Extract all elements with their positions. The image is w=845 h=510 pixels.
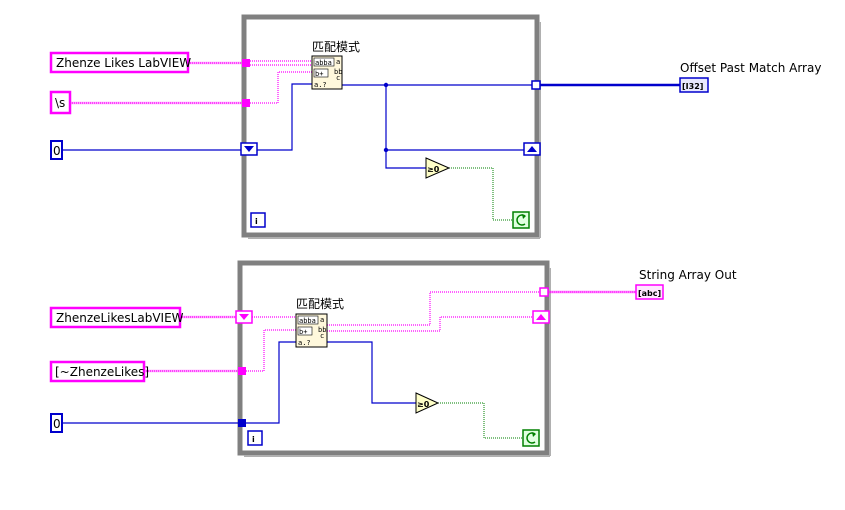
svg-text:b+: b+	[315, 70, 323, 78]
loop2-stop-condition[interactable]	[522, 429, 540, 447]
loop2-offset-tunnel[interactable]	[238, 419, 246, 427]
loop1-offset-constant[interactable]: 0	[50, 140, 63, 160]
loop2-wires	[62, 290, 636, 439]
svg-text:bb: bb	[334, 68, 342, 76]
loop1-offset-constant-text: 0	[53, 144, 61, 158]
while-loop-2	[237, 260, 551, 457]
svg-text:c: c	[336, 74, 340, 82]
loop2-match-pattern-node[interactable]: abba b+ a.? a bb c	[295, 313, 328, 348]
loop2-regex-constant-text: [~ZhenzeLikes]	[55, 365, 149, 379]
loop2-iteration-terminal[interactable]: i	[247, 430, 263, 446]
svg-text:i: i	[255, 217, 258, 226]
svg-text:i: i	[252, 435, 255, 444]
svg-text:[I32]: [I32]	[682, 82, 703, 91]
loop2-string-constant-text: ZhenzeLikesLabVIEW	[56, 311, 184, 325]
loop2-greater-equal-zero[interactable]: ≥0	[415, 392, 440, 414]
svg-text:a.?: a.?	[314, 81, 327, 89]
loop1-output-tunnel[interactable]	[531, 80, 541, 90]
svg-text:abba: abba	[299, 317, 316, 325]
loop1-shift-register-right[interactable]	[523, 142, 541, 156]
loop1-regex-constant[interactable]: \s	[49, 90, 72, 115]
svg-text:b+: b+	[299, 328, 307, 336]
loop1-function-label: 匹配模式	[312, 40, 360, 54]
loop2-regex-tunnel[interactable]	[238, 367, 246, 375]
svg-text:a: a	[320, 316, 324, 324]
loop1-string-constant[interactable]: Zhenze Likes LabVIEW	[49, 51, 191, 74]
loop1-regex-tunnel[interactable]	[242, 99, 250, 107]
loop1-shift-register-left[interactable]	[240, 142, 258, 156]
svg-text:a.?: a.?	[298, 339, 311, 347]
loop2-function-label: 匹配模式	[296, 297, 344, 311]
loop1-string-constant-text: Zhenze Likes LabVIEW	[56, 56, 191, 70]
loop2-offset-constant-text: 0	[53, 417, 61, 431]
while-loop-1	[241, 14, 541, 239]
svg-text:[abc]: [abc]	[638, 289, 661, 298]
svg-text:≥0: ≥0	[427, 165, 440, 174]
loop1-wires	[62, 60, 680, 221]
loop1-greater-equal-zero[interactable]: ≥0	[425, 157, 451, 179]
while-loop-1-frame[interactable]	[241, 14, 540, 238]
svg-text:abba: abba	[315, 59, 332, 67]
loop1-array-indicator[interactable]: [I32]	[679, 77, 709, 93]
loop2-array-indicator[interactable]: [abc]	[635, 284, 664, 300]
loop1-indicator-label: Offset Past Match Array	[680, 61, 821, 75]
loop1-string-tunnel[interactable]	[242, 59, 250, 67]
loop2-string-constant[interactable]: ZhenzeLikesLabVIEW	[49, 306, 184, 329]
loop1-match-pattern-node[interactable]: abba b+ a.? a bb c	[311, 55, 343, 90]
loop2-indicator-label: String Array Out	[639, 268, 737, 282]
svg-text:bb: bb	[318, 326, 326, 334]
loop2-offset-constant[interactable]: 0	[50, 413, 63, 433]
svg-text:≥0: ≥0	[417, 400, 430, 409]
loop2-regex-constant[interactable]: [~ZhenzeLikes]	[49, 360, 149, 383]
loop1-stop-condition[interactable]	[512, 211, 530, 229]
svg-text:c: c	[320, 332, 324, 340]
loop2-shift-register-left[interactable]	[235, 310, 253, 324]
while-loop-2-frame[interactable]	[237, 260, 550, 456]
loop2-output-tunnel[interactable]	[539, 287, 549, 297]
svg-text:a: a	[336, 58, 340, 66]
loop1-iteration-terminal[interactable]: i	[250, 212, 266, 228]
loop1-regex-constant-text: \s	[55, 96, 65, 110]
loop2-shift-register-right[interactable]	[532, 310, 550, 324]
